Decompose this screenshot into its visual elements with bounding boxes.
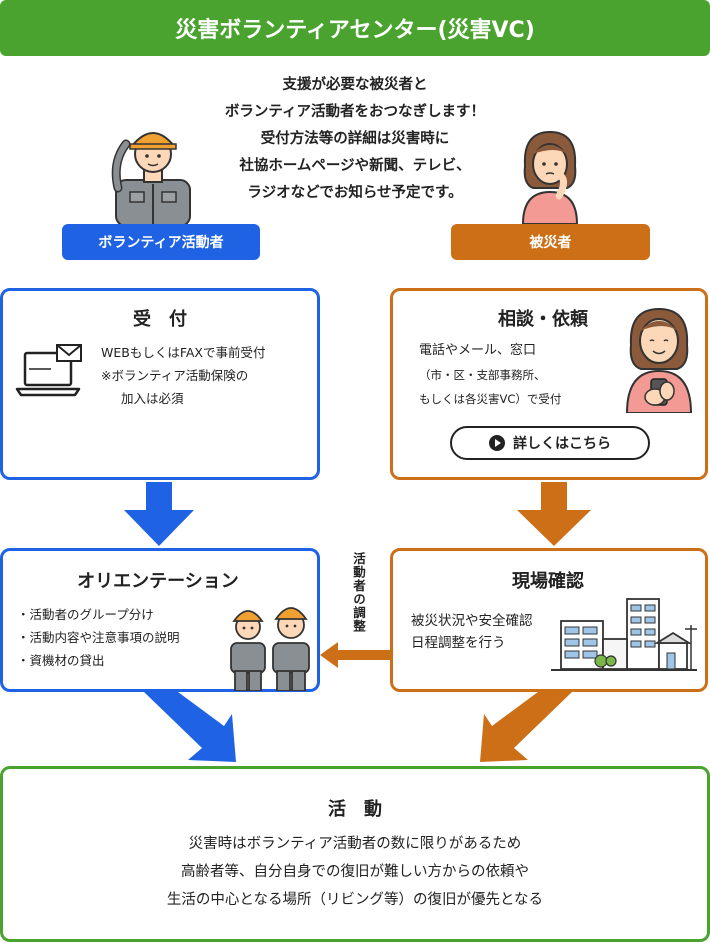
intro-line: ボランティア活動者をおつなぎします！ <box>224 104 486 120</box>
victim-tag: 被災者 <box>451 224 650 260</box>
arrow-down-blue <box>124 482 194 546</box>
details-button[interactable]: 詳しくはこちら <box>450 426 650 460</box>
activity-box: 活 動 <box>0 766 710 942</box>
orientation-item: ・資機材の貸出 <box>17 653 105 668</box>
orientation-item: ・活動内容や注意事項の説明 <box>17 630 180 645</box>
page-title: 災害ボランティアセンター(災害VC) <box>0 0 710 56</box>
activity-text: 災害時はボランティア活動者の数に限りがあるため 高齢者等、自分自身での復旧が難し… <box>10 830 700 914</box>
consult-line: もしくは各災害VC）で受付 <box>419 392 562 406</box>
consult-line: （市・区・支部事務所、 <box>419 368 546 382</box>
reception-title: 受 付 <box>133 309 187 330</box>
arrow-diagonal-orange <box>480 692 572 762</box>
intro-line: 支援が必要な被災者と <box>282 77 428 93</box>
orientation-item: ・活動者のグループ分け <box>17 607 154 622</box>
buildings-icon <box>551 598 697 671</box>
thinking-woman-icon <box>521 130 579 224</box>
consult-title: 相談・依頼 <box>498 309 588 330</box>
arrow-left-orange <box>320 642 390 668</box>
intro-line: 社協ホームページや新聞、テレビ、 <box>239 158 471 174</box>
intro-line: 受付方法等の詳細は災害時に <box>260 131 450 147</box>
site-check-box: 現場確認 被災状況や安全確認 日程調整を行う <box>390 548 708 692</box>
adjust-label: 活動者の調整 <box>351 552 366 633</box>
reception-line: 加入は必須 <box>121 391 184 406</box>
laptop-mail-icon <box>15 344 82 397</box>
woman-phone-icon <box>625 307 693 413</box>
workers-icon <box>230 607 310 691</box>
consult-line: 電話やメール、窓口 <box>419 343 537 358</box>
worker-man-icon <box>111 132 191 226</box>
activity-line: 災害時はボランティア活動者の数に限りがあるため <box>188 836 522 852</box>
details-button-label: 詳しくはこちら <box>513 436 611 452</box>
activity-title: 活 動 <box>328 799 382 820</box>
site-check-line: 被災状況や安全確認 <box>411 613 533 629</box>
orientation-title: オリエンテーション <box>77 571 239 592</box>
reception-box: 受 付 WEBもしくはFAXで事前受付 ※ボランティア活動保険の 加入は必須 <box>0 288 320 480</box>
play-icon <box>489 435 505 451</box>
arrow-down-orange <box>517 482 591 546</box>
site-check-title: 現場確認 <box>512 571 584 592</box>
volunteer-tag: ボランティア活動者 <box>62 224 260 260</box>
activity-line: 生活の中心となる場所（リビング等）の復旧が優先となる <box>166 892 544 908</box>
intro-text: 支援が必要な被災者と ボランティア活動者をおつなぎします！ 受付方法等の詳細は災… <box>150 72 560 207</box>
intro-line: ラジオなどでお知らせ予定です。 <box>247 185 463 201</box>
reception-line: WEBもしくはFAXで事前受付 <box>101 345 266 360</box>
activity-line: 高齢者等、自分自身での復旧が難しい方からの依頼や <box>181 864 529 880</box>
reception-line: ※ボランティア活動保険の <box>101 368 249 383</box>
site-check-line: 日程調整を行う <box>411 635 506 651</box>
arrow-diagonal-blue <box>144 692 236 762</box>
orientation-box: オリエンテーション ・活動者のグループ分け ・活動内容や注意事項の説明 ・資機材… <box>0 548 320 692</box>
